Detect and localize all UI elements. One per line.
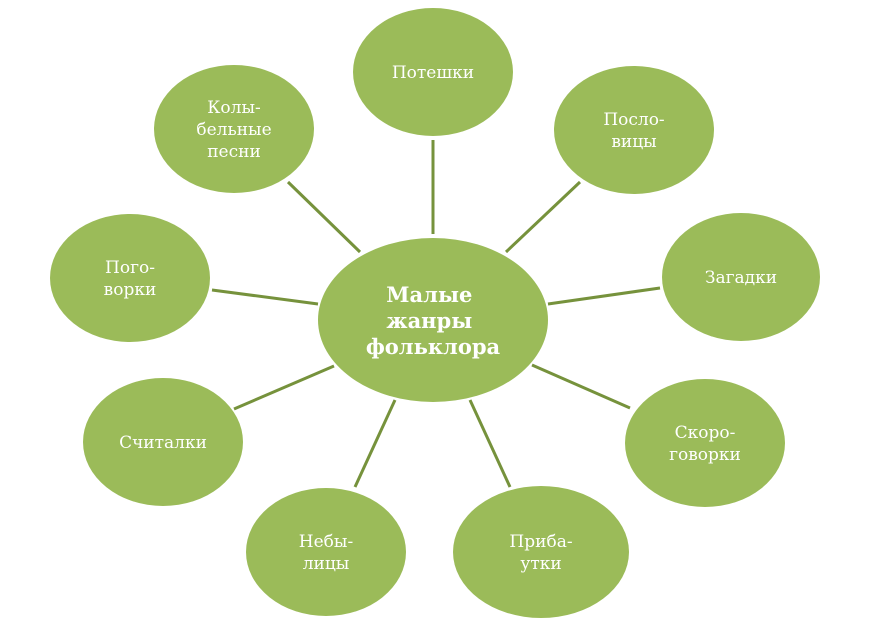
genre-node-label-line: Загадки xyxy=(705,268,777,288)
connectors xyxy=(211,140,661,488)
genre-node-circle-poslovitsy xyxy=(554,66,714,194)
genre-node-pribautki: Приба-утки xyxy=(453,486,629,618)
genre-node-label-line: Небы- xyxy=(299,532,353,552)
connector-zagadki xyxy=(547,286,661,306)
genre-node-skorogovorki: Скоро-говорки xyxy=(625,379,785,507)
center-node-label: Малые жанры фольклора xyxy=(366,282,501,359)
genre-node-label-line: бельные xyxy=(196,120,271,140)
connector-pogovorki xyxy=(211,288,319,306)
genre-node-circle-pogovorki xyxy=(50,214,210,342)
genre-node-label-line: вицы xyxy=(611,132,656,152)
genre-node-label-line: Приба- xyxy=(509,532,572,552)
center-node-circle xyxy=(318,238,548,402)
genre-node-label-zagadki: Загадки xyxy=(705,268,777,288)
genre-node-circle-zagadki xyxy=(662,213,820,341)
genre-node-label-line: песни xyxy=(207,142,261,162)
connector-skorogovorki xyxy=(531,363,631,410)
genre-node-label-poteshki: Потешки xyxy=(392,63,474,83)
genre-node-label-schitalki: Считалки xyxy=(119,433,207,453)
genre-node-label-nebylitsy: Небы-лицы xyxy=(299,532,353,574)
center-label-line-3: фольклора xyxy=(366,334,501,359)
genre-node-circle-poteshki xyxy=(353,8,513,136)
center-node: Малые жанры фольклора xyxy=(318,238,548,402)
genre-node-circle-kolybelnye xyxy=(154,65,314,193)
connector-schitalki xyxy=(233,364,335,411)
genre-node-circle-skorogovorki xyxy=(625,379,785,507)
genre-node-poteshki: Потешки xyxy=(353,8,513,136)
genre-node-label-pogovorki: Пого-ворки xyxy=(104,258,157,300)
genre-node-poslovitsy: Посло-вицы xyxy=(554,66,714,194)
genre-node-label-line: Колы- xyxy=(207,98,260,118)
center-label-line-2: жанры xyxy=(386,308,472,333)
genre-node-label-pribautki: Приба-утки xyxy=(509,532,572,574)
genre-node-schitalki: Считалки xyxy=(83,378,243,506)
genre-node-label-line: Посло- xyxy=(603,110,664,130)
genre-node-label-line: Пого- xyxy=(105,258,155,278)
connector-nebylitsy xyxy=(353,399,397,488)
connector-kolybelnye xyxy=(286,180,362,254)
connector-poslovitsy xyxy=(504,180,582,254)
genre-node-label-line: Считалки xyxy=(119,433,207,453)
genre-node-zagadki: Загадки xyxy=(662,213,820,341)
connector-pribautki xyxy=(468,399,512,488)
genre-node-circle-schitalki xyxy=(83,378,243,506)
genre-node-circle-nebylitsy xyxy=(246,488,406,616)
genre-node-nebylitsy: Небы-лицы xyxy=(246,488,406,616)
genre-node-label-line: утки xyxy=(520,554,561,574)
genre-node-label-poslovitsy: Посло-вицы xyxy=(603,110,664,152)
center-label-line-1: Малые xyxy=(386,282,472,307)
genre-node-label-skorogovorki: Скоро-говорки xyxy=(669,423,741,465)
genre-node-label-line: Скоро- xyxy=(675,423,736,443)
genre-node-pogovorki: Пого-ворки xyxy=(50,214,210,342)
nodes: ПотешкиПосло-вицыЗагадкиСкоро-говоркиПри… xyxy=(50,8,820,618)
genre-node-label-line: ворки xyxy=(104,280,157,300)
genre-node-label-line: Потешки xyxy=(392,63,474,83)
genre-node-circle-pribautki xyxy=(453,486,629,618)
genre-node-label-line: говорки xyxy=(669,445,741,465)
genre-node-label-line: лицы xyxy=(303,554,350,574)
